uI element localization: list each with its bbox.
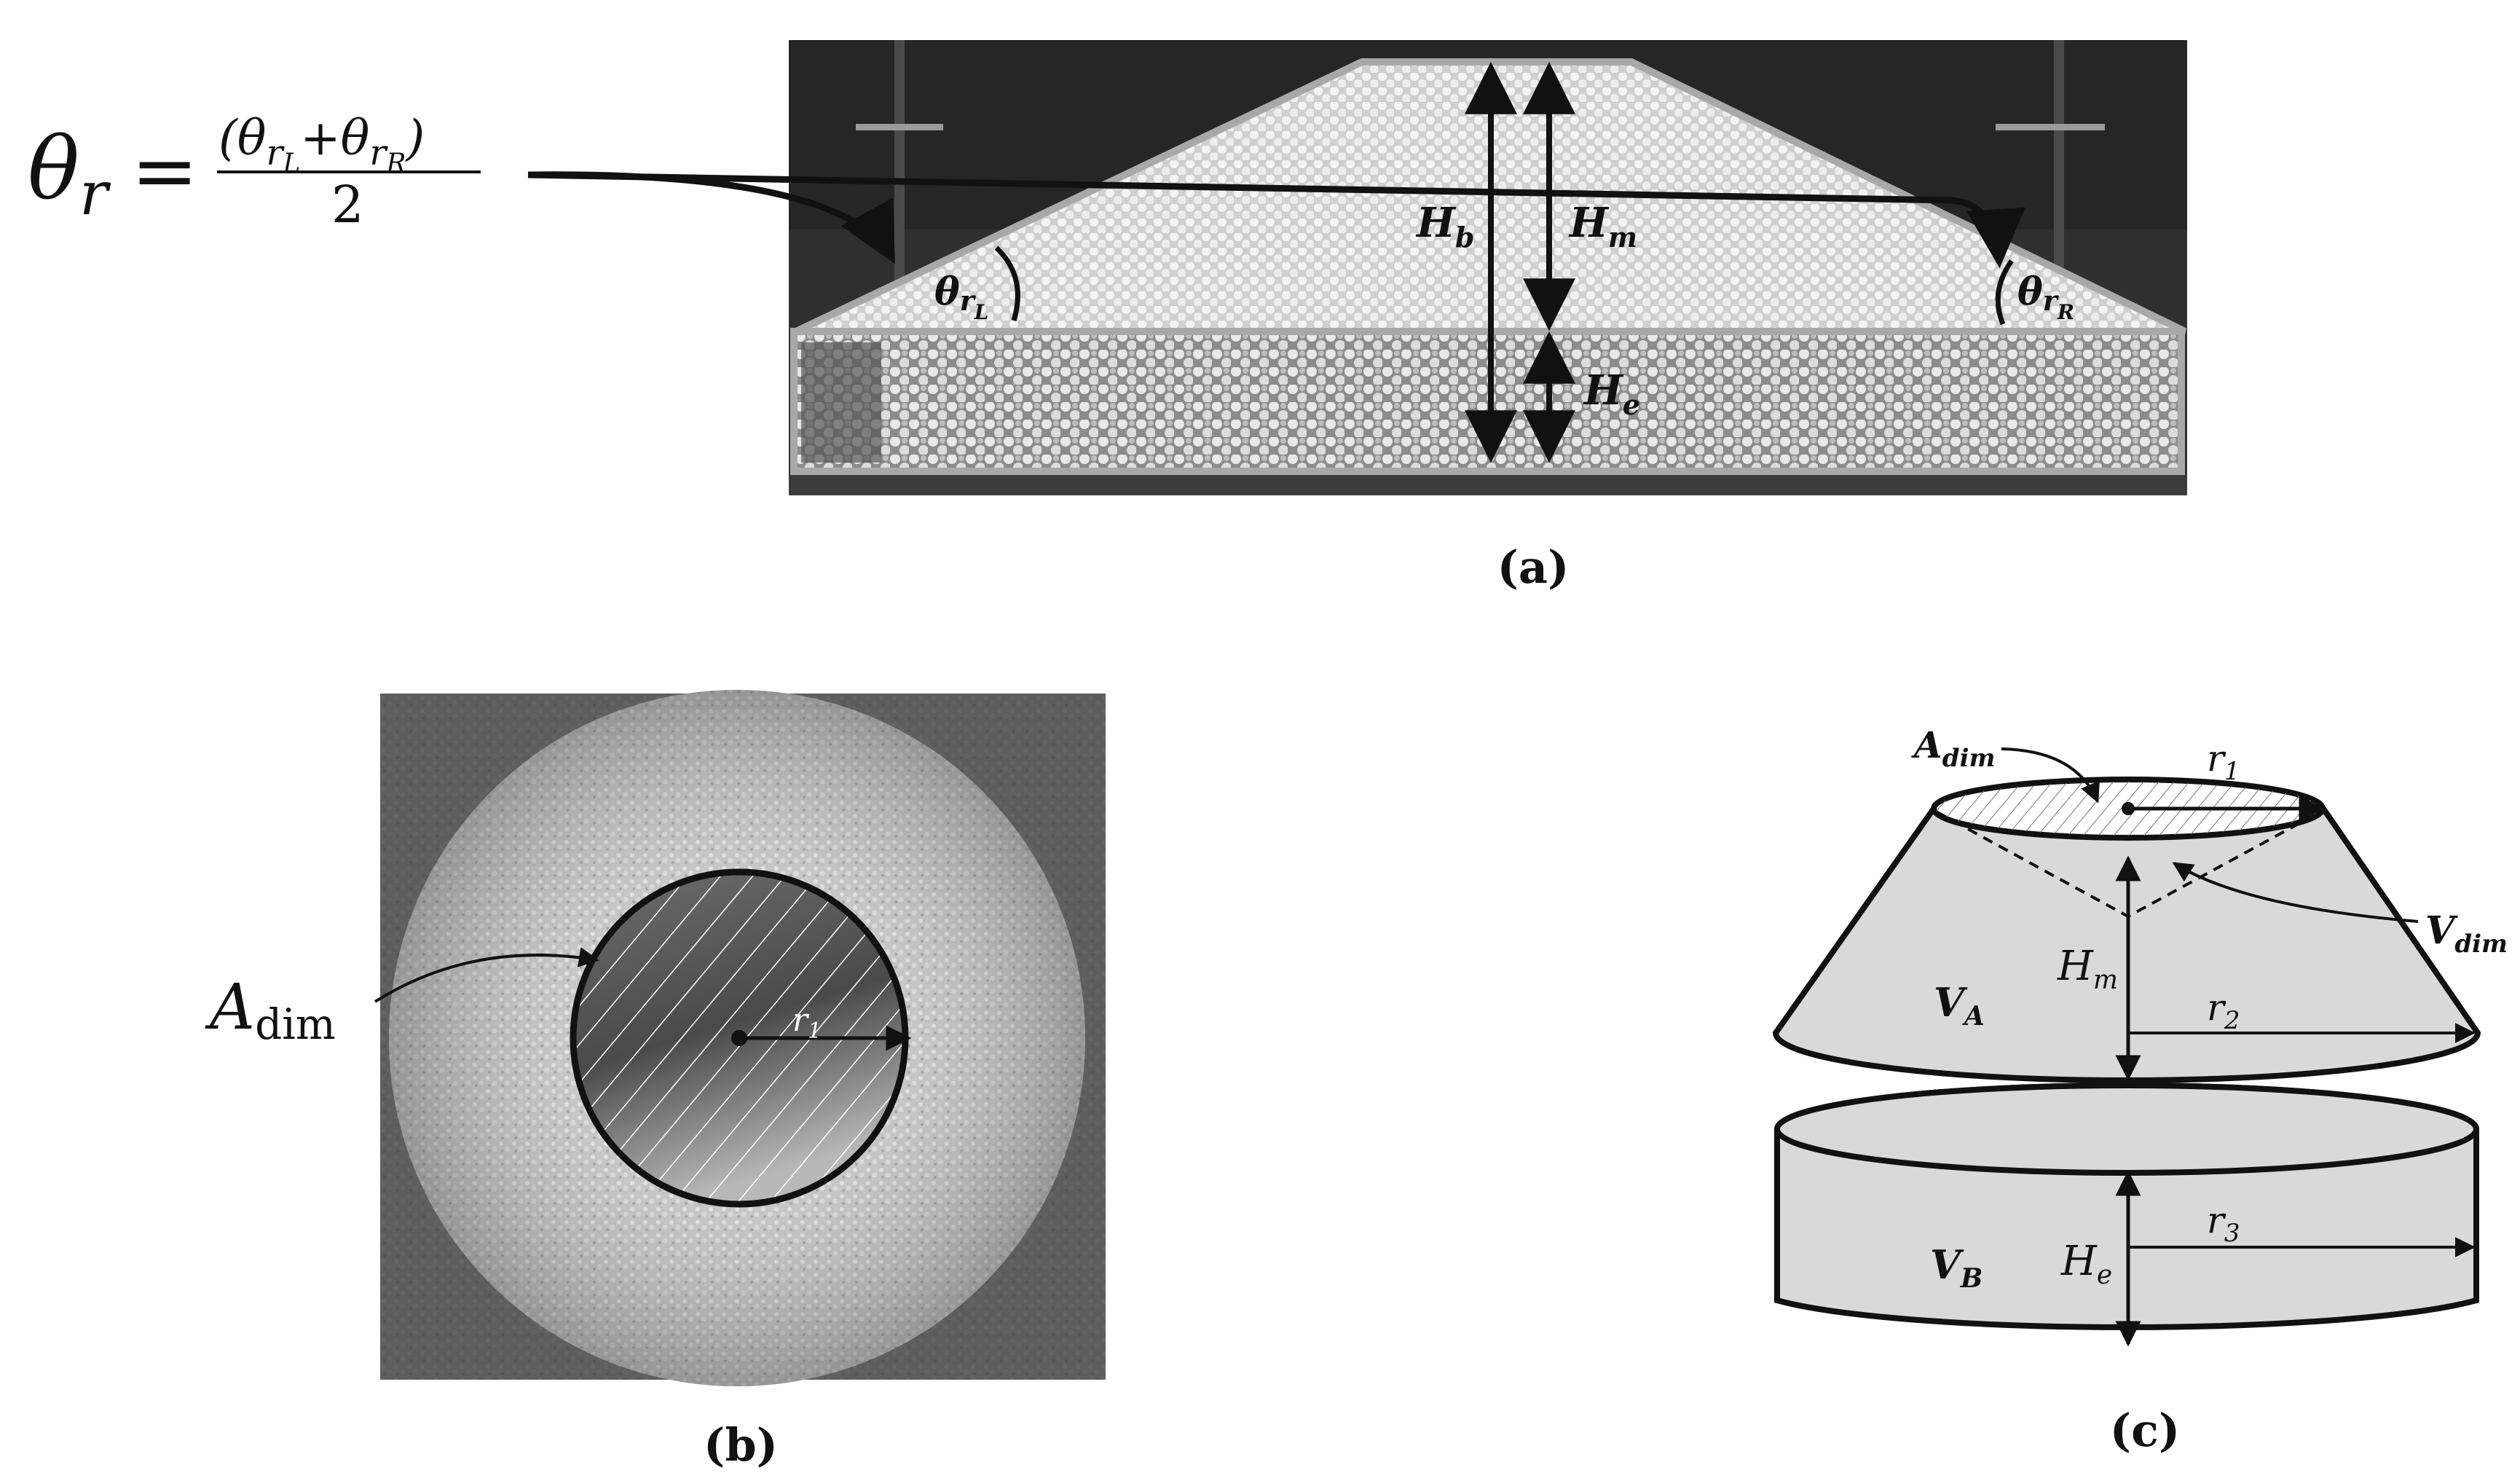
vb-label: VB <box>1930 1241 1982 1294</box>
adim-pointer-c <box>2001 747 2100 804</box>
he-label: He <box>1583 366 1640 421</box>
bead-bed-left-dark <box>801 342 881 463</box>
caption-a: (a) <box>1497 541 1570 594</box>
adim-pointer-b <box>374 947 599 1003</box>
adim-label-b: Adim <box>205 971 336 1049</box>
left-rail <box>894 40 905 346</box>
formula-denominator: 2 <box>331 175 364 235</box>
he-label-c: He <box>2060 1238 2112 1290</box>
r2-label: r2 <box>2207 986 2240 1035</box>
panel-a: Hb Hm He θrL θrR θr = (θrL+θrR) 2 <box>28 40 2187 594</box>
r3-label: r3 <box>2207 1199 2240 1248</box>
hm-label: Hm <box>1568 199 1637 254</box>
angle-of-repose-formula: θr = (θrL+θrR) 2 <box>28 110 481 235</box>
photo-bottom-strip <box>789 475 2187 495</box>
right-bracket <box>1996 124 2105 130</box>
vdim-label: Vdim <box>2425 908 2508 959</box>
pointer-arrow-right <box>527 171 2025 269</box>
panel-c: Adim r1 Vdim VA Hm r2 VB He r3 (c) <box>1772 723 2508 1457</box>
formula-equals: = <box>131 124 198 217</box>
va-label: VA <box>1934 979 1985 1032</box>
cylinder-top <box>1774 1083 2479 1176</box>
formula-numerator: (θrL+θrR) <box>218 110 425 178</box>
bead-bed <box>794 331 2181 471</box>
caption-b: (b) <box>704 1418 778 1472</box>
vdim-pointer <box>2172 862 2419 923</box>
panel-b: r1 Adim (b) <box>205 690 1106 1472</box>
left-angle-arc <box>994 245 1020 322</box>
hb-label: Hb <box>1415 199 1475 254</box>
theta-rl-label: θrL <box>934 270 988 324</box>
left-bracket <box>856 124 943 130</box>
r1-label: r1 <box>2207 737 2240 786</box>
theta-rr-label: θrR <box>2017 270 2074 324</box>
caption-c: (c) <box>2110 1404 2180 1457</box>
hm-label-c: Hm <box>2057 943 2118 995</box>
formula-lhs: θr <box>28 118 111 229</box>
radius-label-b: r1 <box>792 1002 822 1044</box>
adim-label-c: Adim <box>1911 723 1995 773</box>
